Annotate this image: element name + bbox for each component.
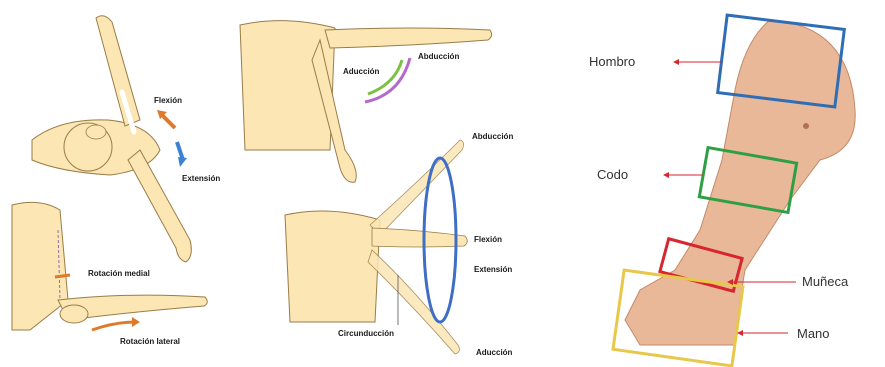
arm-photo: [625, 20, 855, 345]
arm-circumduction-low: [368, 250, 459, 354]
arm-circumduction-mid: [372, 228, 467, 247]
label-rotacion-lateral: Rotación lateral: [120, 337, 180, 346]
arm-raised: [96, 16, 140, 126]
torso-side: [12, 202, 68, 330]
label-aduccion: Aducción: [343, 67, 380, 76]
label-flexion-2: Flexión: [474, 235, 502, 244]
hair-patch: [86, 125, 106, 139]
flexion-arrow: [162, 115, 175, 128]
nipple: [803, 123, 809, 129]
label-muneca: Muñeca: [802, 274, 849, 289]
panel-arm-joints: Hombro Codo Muñeca Mano: [589, 15, 855, 366]
medial-rotation-arrow: [55, 275, 70, 277]
label-rotacion-medial: Rotación medial: [88, 269, 150, 278]
lateral-rotation-arrow-head: [132, 317, 140, 327]
arm-abducted: [325, 28, 492, 48]
extension-arrow-head: [178, 157, 187, 167]
fist: [60, 305, 88, 323]
label-abduccion-2: Abducción: [472, 132, 513, 141]
label-abduccion: Abducción: [418, 52, 459, 61]
label-flexion: Flexión: [154, 96, 182, 105]
label-extension-2: Extensión: [474, 265, 512, 274]
lateral-rotation-arrow: [92, 322, 136, 330]
label-mano: Mano: [797, 326, 830, 341]
arm-lowered: [128, 150, 191, 262]
label-codo: Codo: [597, 167, 628, 182]
abduction-arrow: [365, 58, 410, 102]
label-circunduccion: Circunducción: [338, 329, 394, 338]
label-extension: Extensión: [182, 174, 220, 183]
label-aduccion-2: Aducción: [476, 348, 513, 357]
label-hombro: Hombro: [589, 54, 635, 69]
adduction-arrow: [368, 60, 402, 94]
torso-front-2: [285, 211, 380, 322]
panel-circunduccion: Abducción Flexión Extensión Circunducció…: [285, 132, 513, 357]
arm-circumduction-up: [370, 140, 464, 235]
